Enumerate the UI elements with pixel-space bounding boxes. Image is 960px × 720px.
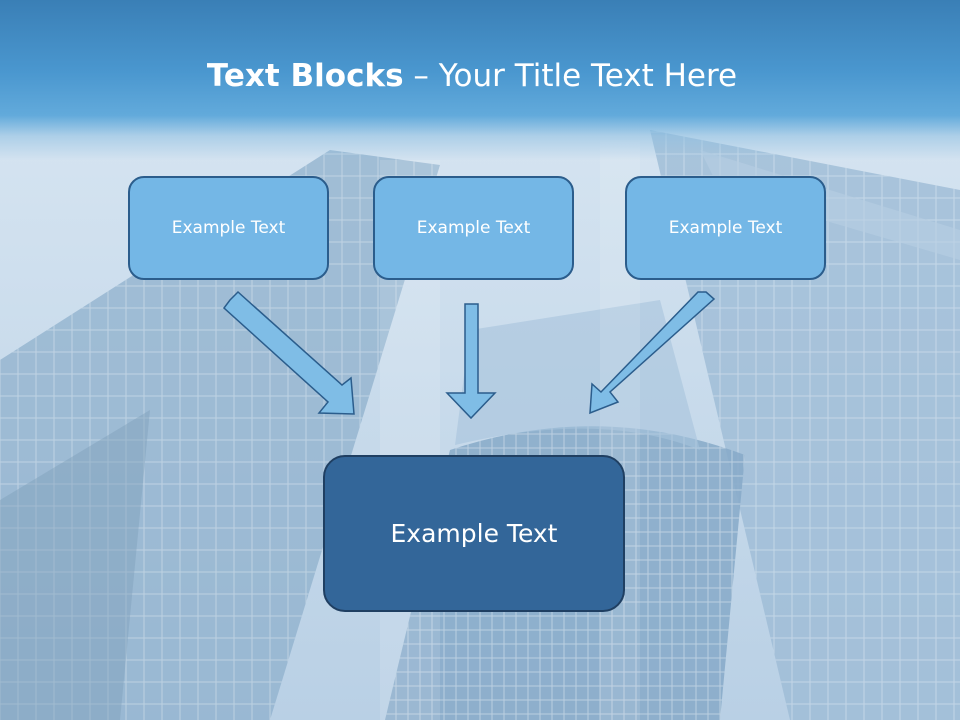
text-block-top-left[interactable]: Example Text bbox=[128, 176, 329, 280]
text-block-bottom[interactable]: Example Text bbox=[323, 455, 625, 612]
slide-title-rest: – Your Title Text Here bbox=[403, 58, 738, 94]
slide-title: Text Blocks – Your Title Text Here bbox=[0, 54, 944, 98]
title-band bbox=[0, 0, 960, 160]
slide-title-bold: Text Blocks bbox=[206, 58, 404, 94]
text-block-top-center-label: Example Text bbox=[416, 218, 531, 238]
text-block-top-right[interactable]: Example Text bbox=[625, 176, 826, 280]
text-block-top-left-label: Example Text bbox=[171, 218, 286, 238]
text-block-top-center[interactable]: Example Text bbox=[373, 176, 574, 280]
text-block-top-right-label: Example Text bbox=[668, 218, 783, 238]
text-block-bottom-label: Example Text bbox=[390, 519, 558, 548]
